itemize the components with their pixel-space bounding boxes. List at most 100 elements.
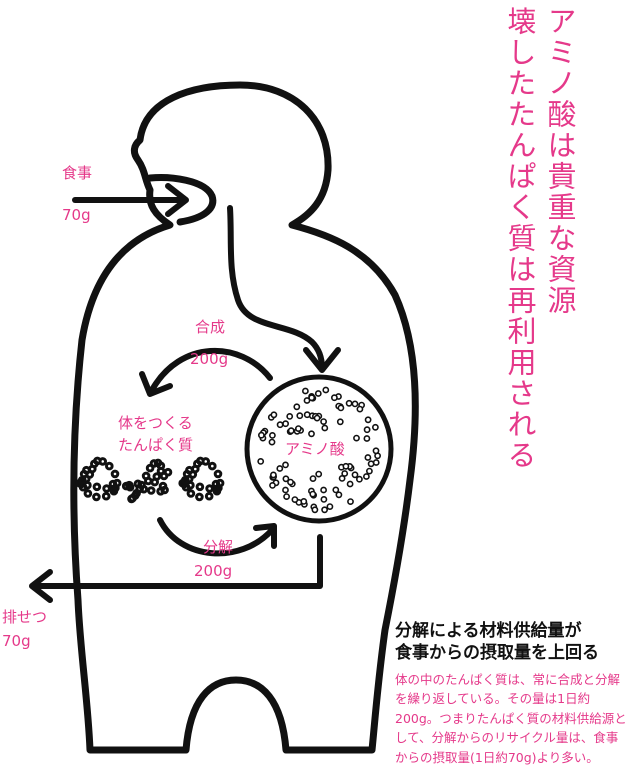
protein-bead <box>109 486 119 496</box>
protein-bead <box>146 486 156 495</box>
protein-bead <box>215 478 225 488</box>
digestive-arrow-head <box>303 347 341 373</box>
amino-acid-dot <box>342 462 350 470</box>
amino-acid-dot <box>351 400 359 408</box>
amino-acid-dot <box>308 430 315 438</box>
title-line-1: アミノ酸は貴重な資源 <box>543 6 577 316</box>
amino-acid-dot <box>282 420 289 428</box>
amino-acid-dot <box>364 454 372 461</box>
protein-bead <box>141 471 151 481</box>
protein-bead <box>98 457 107 466</box>
amino-acid-dot <box>337 404 345 412</box>
amino-acid-dot <box>365 467 373 475</box>
protein-bead <box>112 478 122 488</box>
amino-acid-dot <box>257 457 265 465</box>
excretion-path <box>32 534 323 589</box>
protein-bead <box>78 482 88 492</box>
protein-bead <box>125 480 134 490</box>
caption-body: 体の中のたんぱく質は、常に合成と分解を繰り返している。その量は1日約200g。つ… <box>395 672 627 765</box>
amino-acid-dot <box>338 474 346 482</box>
amino-acid-dot <box>303 411 311 419</box>
amino-acid-dot <box>296 412 304 420</box>
synthesis-amount: 200g <box>190 350 229 368</box>
amino-acid-dot <box>351 471 359 479</box>
excretion-amount: 70g <box>2 632 31 650</box>
amino-acid-dot <box>301 387 309 395</box>
amino-acid-dot <box>282 461 289 469</box>
amino-acid-dot <box>364 416 372 424</box>
amino-acid-dot <box>268 438 276 446</box>
amino-acid-dot <box>371 423 379 431</box>
amino-acid-dot <box>356 405 364 413</box>
body-protein-label-1: 体をつくる <box>118 414 193 432</box>
protein-bead <box>205 484 214 493</box>
protein-bead <box>185 465 194 475</box>
excretion-label: 排せつ <box>2 608 48 626</box>
food-label: 食事 <box>62 164 93 182</box>
synthesis-label: 合成 <box>195 318 226 336</box>
amino-acid-label: アミノ酸 <box>285 440 345 458</box>
protein-bead <box>153 458 163 468</box>
protein-bead <box>163 467 173 477</box>
amino-acid-dot <box>287 478 294 486</box>
synthesis-arrow-head <box>139 371 173 397</box>
amino-acid-dot <box>282 486 289 494</box>
title-line-2: 壊したたんぱく質は再利用される <box>503 6 537 471</box>
excretion-arrow-head <box>29 569 53 603</box>
synthesis-arrow <box>149 347 273 393</box>
amino-acid-dot <box>320 495 328 503</box>
amino-acid-dot <box>353 434 360 442</box>
body-protein-label-2: たんぱく質 <box>118 436 194 454</box>
food-arrow-head <box>165 183 189 217</box>
amino-acid-dot <box>315 470 323 478</box>
protein-bead <box>150 477 159 487</box>
protein-bead <box>145 463 155 473</box>
protein-bead <box>212 486 222 496</box>
amino-acid-dot <box>293 403 301 411</box>
amino-acid-dot <box>363 426 371 434</box>
amino-acid-dot <box>303 397 311 404</box>
amino-acid-dot <box>309 490 317 498</box>
protein-bead <box>92 482 102 492</box>
amino-acid-dot <box>335 491 343 499</box>
amino-acid-dot <box>322 386 330 394</box>
protein-bead <box>195 482 205 492</box>
amino-acid-dot <box>291 496 299 503</box>
protein-bead <box>110 469 120 479</box>
amino-acid-dot <box>330 394 338 402</box>
amino-acid-dot <box>276 465 284 472</box>
amino-acid-dot <box>270 411 278 419</box>
amino-acid-dot <box>341 470 349 477</box>
amino-acid-dot <box>345 399 353 407</box>
digestive-path <box>227 205 325 371</box>
amino-acid-dot <box>282 475 290 483</box>
food-amount: 70g <box>62 206 91 224</box>
amino-acid-dot <box>308 394 316 402</box>
amino-acid-dot <box>309 475 317 482</box>
amino-acid-dot <box>362 473 370 480</box>
amino-acid-dot <box>347 498 354 505</box>
amino-acid-dots <box>257 386 381 514</box>
caption-heading-line-2: 食事からの摂取量を上回る <box>395 643 599 664</box>
amino-acid-dot <box>311 506 319 514</box>
protein-bead <box>101 491 111 501</box>
amino-acid-dot <box>313 414 321 422</box>
protein-bead <box>181 482 191 492</box>
amino-acid-dot <box>321 506 328 514</box>
amino-acid-dot <box>287 427 295 435</box>
amino-acid-dot <box>269 471 277 479</box>
protein-bead <box>156 487 165 496</box>
amino-acid-dot <box>346 480 354 488</box>
amino-acid-dot <box>257 431 265 439</box>
protein-bead <box>83 489 93 498</box>
protein-bead <box>204 491 214 501</box>
amino-acid-dot <box>269 481 276 489</box>
protein-bead <box>102 484 111 493</box>
amino-acid-dot <box>314 390 322 397</box>
amino-acid-dot <box>336 418 344 426</box>
decomposition-label: 分解 <box>203 538 234 556</box>
protein-bead <box>105 461 114 471</box>
amino-acid-dot <box>372 459 380 466</box>
amino-acid-dot <box>363 435 371 442</box>
